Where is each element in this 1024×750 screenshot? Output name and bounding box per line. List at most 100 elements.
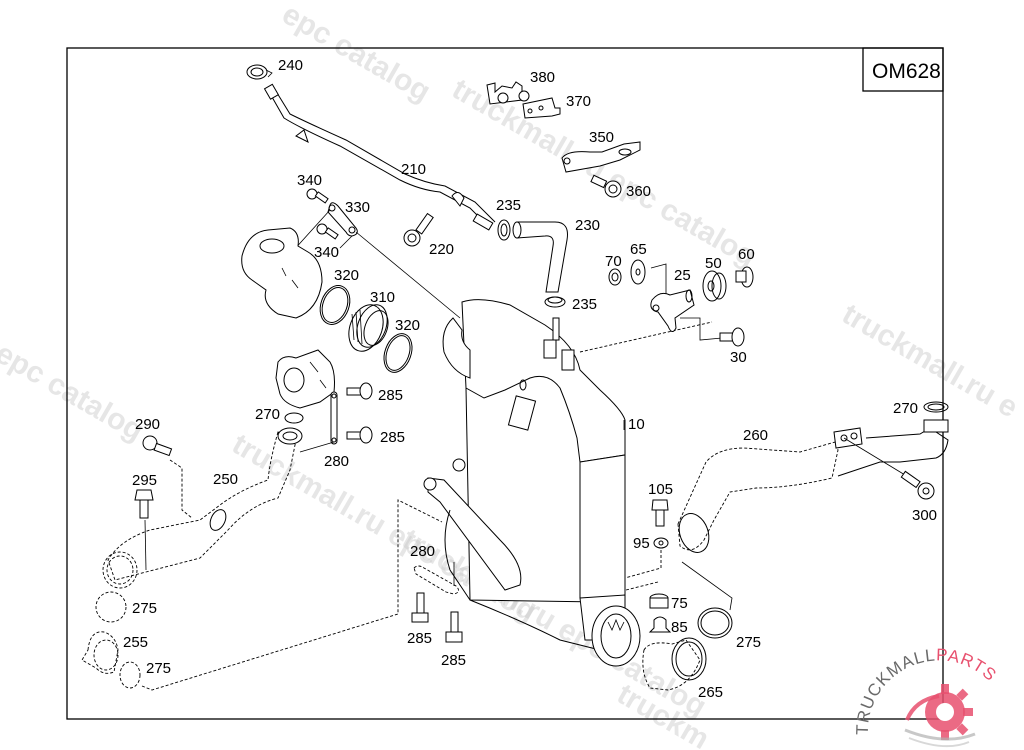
part-310-coupling[interactable]: [343, 300, 393, 356]
part-260-hose[interactable]: [674, 419, 949, 557]
part-275-oring-left-lower[interactable]: [119, 661, 141, 689]
callout-275-left-upper[interactable]: 275: [132, 600, 157, 617]
part-280-link-upper[interactable]: [330, 391, 338, 445]
part-280-link-lower[interactable]: [413, 565, 459, 595]
part-265-elbow[interactable]: [642, 637, 707, 691]
part-320-oring-upper[interactable]: [315, 281, 355, 328]
callout-360[interactable]: 360: [626, 183, 651, 200]
part-285-bolt-d[interactable]: [445, 611, 463, 643]
callout-30[interactable]: 30: [730, 349, 747, 366]
part-70-nut[interactable]: [608, 268, 622, 286]
part-285-bolt-b[interactable]: [346, 426, 373, 444]
callout-70[interactable]: 70: [605, 253, 622, 270]
leader-line: [624, 550, 662, 579]
part-25-bracket[interactable]: [650, 289, 695, 332]
callout-250[interactable]: 250: [213, 471, 238, 488]
callout-285-d[interactable]: 285: [441, 652, 466, 669]
part-275-oring-left-upper[interactable]: [95, 591, 127, 623]
part-240-clamp[interactable]: [246, 64, 273, 80]
callout-285-c[interactable]: 285: [407, 630, 432, 647]
callout-25[interactable]: 25: [674, 267, 691, 284]
callout-290[interactable]: 290: [135, 416, 160, 433]
part-340-bolt-lower[interactable]: [316, 223, 339, 240]
part-flange-housing[interactable]: [241, 227, 323, 319]
part-50-bushing[interactable]: [702, 270, 727, 302]
callout-330[interactable]: 330: [345, 199, 370, 216]
callout-295[interactable]: 295: [132, 472, 157, 489]
callout-275-left-lower[interactable]: 275: [146, 660, 171, 677]
callout-60[interactable]: 60: [738, 246, 755, 263]
model-code: OM628: [872, 60, 941, 83]
callout-85[interactable]: 85: [671, 619, 688, 636]
callout-300[interactable]: 300: [912, 507, 937, 524]
callout-210[interactable]: 210: [401, 161, 426, 178]
callout-255[interactable]: 255: [123, 634, 148, 651]
callout-240[interactable]: 240: [278, 57, 303, 74]
callout-220[interactable]: 220: [429, 241, 454, 258]
watermark-text: ru epc catalog: [0, 317, 149, 447]
part-10-intercooler[interactable]: [442, 299, 626, 603]
callout-50[interactable]: 50: [705, 255, 722, 272]
callout-370[interactable]: 370: [566, 93, 591, 110]
part-370-bracket[interactable]: [522, 97, 561, 119]
part-105-bolt[interactable]: [651, 499, 669, 527]
part-235-clamp-lower[interactable]: [544, 296, 566, 308]
part-outlet-flange[interactable]: [579, 594, 641, 667]
callout-340-lower[interactable]: 340: [314, 244, 339, 261]
callout-10[interactable]: 10: [628, 416, 645, 433]
part-295-bolt[interactable]: [134, 489, 154, 519]
part-300-bolt[interactable]: [900, 470, 935, 500]
callout-380[interactable]: 380: [530, 69, 555, 86]
part-360-bolt[interactable]: [590, 174, 622, 198]
callout-285-b[interactable]: 285: [380, 429, 405, 446]
callout-275-right[interactable]: 275: [736, 634, 761, 651]
callout-280-lower[interactable]: 280: [410, 543, 435, 560]
callout-320-lower[interactable]: 320: [395, 317, 420, 334]
part-350-bracket[interactable]: [561, 141, 641, 173]
leader-line: [141, 499, 443, 691]
callout-310[interactable]: 310: [370, 289, 395, 306]
callout-105[interactable]: 105: [648, 481, 673, 498]
callout-95[interactable]: 95: [633, 535, 650, 552]
part-255-elbow[interactable]: [81, 631, 119, 674]
callout-65[interactable]: 65: [630, 241, 647, 258]
part-340-bolt-upper[interactable]: [306, 188, 329, 204]
leader-line: [299, 441, 335, 453]
part-60-sleeve[interactable]: [735, 266, 754, 288]
callout-270-left[interactable]: 270: [255, 406, 280, 423]
part-85-plug[interactable]: [648, 616, 672, 633]
callout-320-upper[interactable]: 320: [334, 267, 359, 284]
part-30-bolt[interactable]: [719, 327, 745, 347]
part-320-oring-lower[interactable]: [379, 330, 417, 376]
part-285-bolt-a[interactable]: [346, 382, 373, 400]
callout-265[interactable]: 265: [698, 684, 723, 701]
callout-235-upper[interactable]: 235: [496, 197, 521, 214]
part-65-washer[interactable]: [630, 259, 646, 285]
callout-75[interactable]: 75: [671, 595, 688, 612]
part-380-clip[interactable]: [486, 81, 530, 105]
callout-285-a[interactable]: 285: [378, 387, 403, 404]
part-210-pipe[interactable]: [263, 83, 496, 231]
part-250-pipe[interactable]: [102, 427, 303, 589]
part-75-plug[interactable]: [649, 593, 669, 609]
callout-340-upper[interactable]: 340: [297, 172, 322, 189]
part-270-oring-right[interactable]: [923, 401, 949, 413]
part-inner-pipe[interactable]: [423, 477, 601, 651]
part-285-bolt-c[interactable]: [411, 592, 429, 623]
callout-260[interactable]: 260: [743, 427, 768, 444]
part-230-hose[interactable]: [512, 221, 568, 293]
part-95-washer[interactable]: [653, 537, 669, 549]
part-220-bolt[interactable]: [403, 212, 434, 247]
callout-235-lower[interactable]: 235: [572, 296, 597, 313]
part-275-oring-right[interactable]: [697, 607, 733, 639]
part-235-clamp-upper[interactable]: [497, 219, 511, 241]
part-270-oring-left[interactable]: [284, 412, 304, 424]
part-thermostat-housing[interactable]: [275, 349, 335, 409]
part-290-bolt[interactable]: [142, 435, 173, 457]
callout-280-upper[interactable]: 280: [324, 453, 349, 470]
callout-230[interactable]: 230: [575, 217, 600, 234]
callout-270-right[interactable]: 270: [893, 400, 918, 417]
callout-350[interactable]: 350: [589, 129, 614, 146]
part-330-link[interactable]: [327, 202, 358, 237]
